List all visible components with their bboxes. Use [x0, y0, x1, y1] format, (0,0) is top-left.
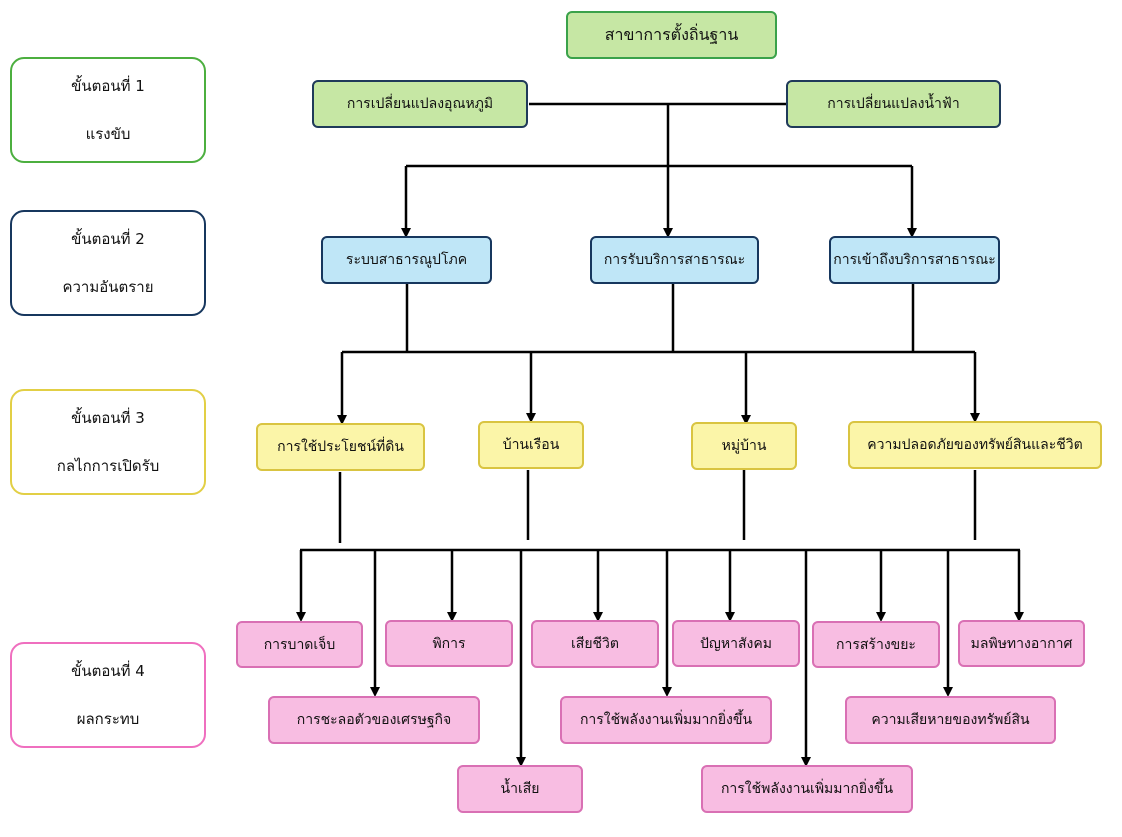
stage-1-title: ขั้นตอนที่ 1	[71, 77, 145, 95]
exposure-node-land-use: การใช้ประโยชน์ที่ดิน	[256, 423, 425, 471]
impact-node-waste-generation: การสร้างขยะ	[812, 621, 940, 668]
stage-4-subtitle: ผลกระทบ	[76, 710, 140, 728]
stage-4-box: ขั้นตอนที่ 4 ผลกระทบ	[10, 642, 206, 748]
impact-node-energy-use-2: การใช้พลังงานเพิ่มมากยิ่งขึ้น	[701, 765, 913, 813]
stage-1-box: ขั้นตอนที่ 1 แรงขับ	[10, 57, 206, 163]
impact-node-injury: การบาดเจ็บ	[236, 621, 363, 668]
impact-node-energy-use-1: การใช้พลังงานเพิ่มมากยิ่งขึ้น	[560, 696, 772, 744]
impact-node-air-pollution: มลพิษทางอากาศ	[958, 620, 1085, 667]
stage-2-subtitle: ความอันตราย	[62, 278, 154, 296]
exposure-node-village: หมู่บ้าน	[691, 422, 797, 470]
stage-3-title: ขั้นตอนที่ 3	[71, 409, 145, 427]
stage-3-box: ขั้นตอนที่ 3 กลไกการเปิดรับ	[10, 389, 206, 495]
hazard-node-utilities: ระบบสาธารณูปโภค	[321, 236, 492, 284]
impact-node-social-problems: ปัญหาสังคม	[672, 620, 800, 667]
exposure-node-safety: ความปลอดภัยของทรัพย์สินและชีวิต	[848, 421, 1102, 469]
stage-2-box: ขั้นตอนที่ 2 ความอันตราย	[10, 210, 206, 316]
hazard-node-public-service: การรับบริการสาธารณะ	[590, 236, 759, 284]
driver-node-precipitation: การเปลี่ยนแปลงน้ำฟ้า	[786, 80, 1001, 128]
impact-node-death: เสียชีวิต	[531, 620, 659, 668]
stage-2-title: ขั้นตอนที่ 2	[71, 230, 145, 248]
root-node: สาขาการตั้งถิ่นฐาน	[566, 11, 777, 59]
exposure-node-houses: บ้านเรือน	[478, 421, 584, 469]
stage-3-subtitle: กลไกการเปิดรับ	[56, 457, 160, 475]
stage-4-title: ขั้นตอนที่ 4	[71, 662, 145, 680]
hazard-node-access: การเข้าถึงบริการสาธารณะ	[829, 236, 1000, 284]
impact-node-property-damage: ความเสียหายของทรัพย์สิน	[845, 696, 1056, 744]
impact-node-economic-slowdown: การชะลอตัวของเศรษฐกิจ	[268, 696, 480, 744]
driver-node-temperature: การเปลี่ยนแปลงอุณหภูมิ	[312, 80, 528, 128]
stage-1-subtitle: แรงขับ	[85, 125, 131, 143]
impact-node-wastewater: น้ำเสีย	[457, 765, 583, 813]
impact-node-disability: พิการ	[385, 620, 513, 667]
